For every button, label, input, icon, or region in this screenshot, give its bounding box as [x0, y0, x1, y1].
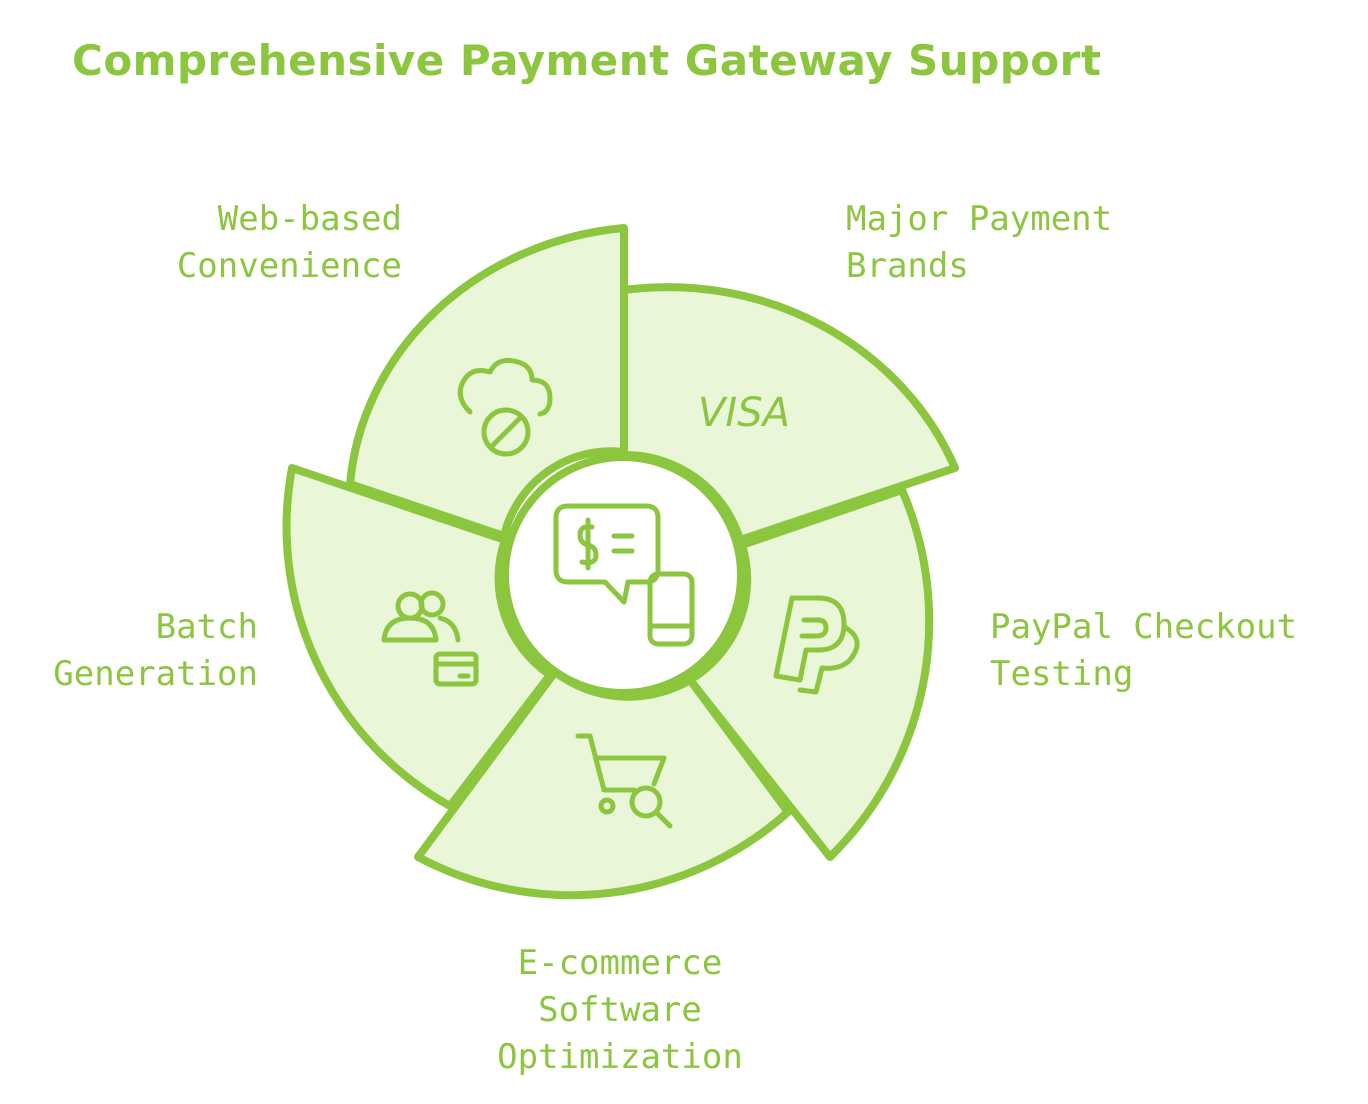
segment-batch-generation	[282, 464, 554, 810]
label-web-based-convenience: Web-based Convenience	[176, 199, 402, 286]
label-batch-generation: Batch Generation	[53, 607, 258, 694]
payment-chat-phone-icon	[553, 503, 695, 647]
label-ecommerce-software-optimization: E-commerce Software Optimization	[497, 943, 743, 1077]
center-hub	[501, 453, 745, 697]
users-card-icon	[381, 590, 479, 687]
visa-icon: VISA	[698, 390, 790, 436]
segment-web-based-convenience	[346, 224, 628, 540]
page-title: Comprehensive Payment Gateway Support	[72, 36, 1102, 85]
label-paypal-checkout-testing: PayPal Checkout Testing	[990, 607, 1298, 694]
cart-search-icon	[575, 733, 673, 829]
label-major-payment-brands: Major Payment Brands	[846, 199, 1113, 286]
cloud-blocked-icon	[457, 357, 553, 457]
paypal-icon	[773, 595, 860, 695]
segment-paypal-checkout-testing	[686, 486, 934, 861]
